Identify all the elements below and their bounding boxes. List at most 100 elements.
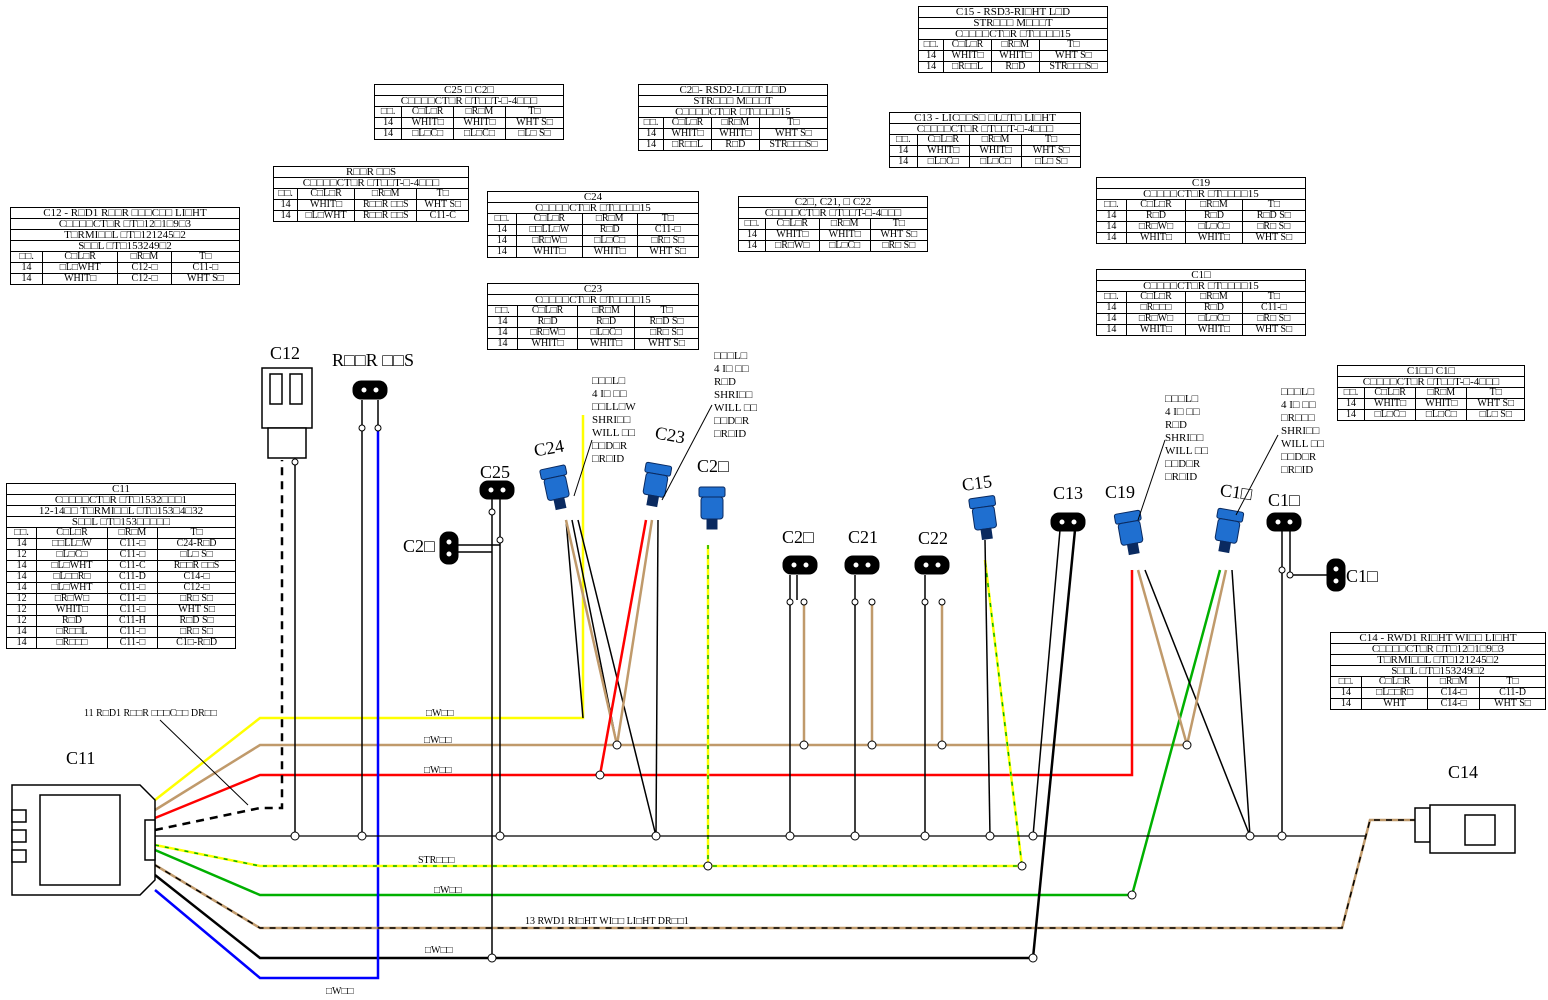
note-line: □R□ID (714, 428, 747, 440)
table-row: 14□R□W□□L□C□□R□ S□ (487, 235, 700, 247)
table-title: S□□L □T□153249□2 (10, 240, 240, 252)
table-title: C2□, C21, □ C22 (738, 196, 928, 208)
table-cell: WHIT□ (1125, 324, 1187, 336)
table-cell: C12-□ (117, 273, 172, 285)
table-header-cell: T□ (416, 188, 469, 200)
note-line: □□D□R (1281, 451, 1317, 463)
table-cell: WHIT□ (916, 145, 970, 157)
table-row: 14□L□C□□L□C□□L□ S□ (1337, 409, 1525, 421)
table-header-cell: T□ (634, 305, 699, 317)
table-cell: WHIT□ (943, 50, 992, 62)
table-cell: 14 (738, 229, 766, 241)
table-cell: C12-□ (157, 582, 236, 594)
table-header-cell: □□. (1096, 291, 1127, 303)
table-title: STR□□□ M□□□T (918, 17, 1108, 29)
c20-connector (782, 555, 818, 575)
table-cell: □L□C□ (1185, 221, 1243, 233)
green-wire-label: □W□□ (434, 885, 462, 896)
table-header-cell: □R□M (581, 213, 638, 225)
table-cell: WHT S□ (1038, 50, 1109, 62)
table-cell: WHT S□ (416, 199, 469, 211)
table-cell: 14 (1096, 324, 1127, 336)
table-header-cell: T□ (1241, 199, 1307, 211)
table-cell: □R□□L (663, 139, 712, 151)
note-line: □□D□R (1165, 458, 1201, 470)
table-header-cell: C□L□R (1360, 676, 1429, 688)
table-cell: □R□W□ (36, 593, 108, 605)
note-line: R□D (714, 376, 736, 388)
tan-wire (154, 743, 1187, 812)
table-cell: □L□WHT (297, 210, 355, 222)
table-cell: 14 (487, 246, 517, 258)
table-cell: C11-D (1478, 687, 1547, 699)
table-header-cell: C□L□R (1125, 291, 1187, 303)
table-cell: □L□C□ (968, 156, 1023, 168)
table-cell: WHIT□ (818, 229, 871, 241)
table-cell: □L□C□ (577, 327, 636, 339)
c22-label: C22 (918, 528, 949, 548)
table-cell: WHT S□ (758, 128, 829, 140)
table-title: C12 - R□D1 R□□R □□□C□□ LI□HT (10, 207, 240, 219)
table-cell: □R□ S□ (157, 626, 236, 638)
table-cell: 14 (5, 637, 38, 649)
table-cell: □L□□R□ (1360, 687, 1429, 699)
table-cell: R□D S□ (157, 615, 236, 627)
table-title: C□□□□CT□R □T□1532□□□1 (6, 494, 236, 506)
table-cell: 14 (1096, 232, 1127, 244)
table-cell: C14-□ (157, 571, 236, 583)
table-header-cell: C□L□R (42, 251, 119, 263)
table-header-cell: C□L□R (663, 117, 712, 129)
table-header-cell: □□. (486, 305, 519, 317)
table-cell: C11-□ (1241, 302, 1307, 314)
table-cell: □L□C□ (916, 156, 970, 168)
c19-blue-connector (1113, 509, 1144, 556)
table-cell: 14 (486, 316, 519, 328)
table-cell: STR□□□S□ (1038, 61, 1109, 73)
table-cell: WHT S□ (869, 229, 929, 241)
table-cell: C24-R□D (157, 538, 236, 550)
table-cell: C11-□ (106, 538, 159, 550)
table-cell: 14 (5, 560, 38, 572)
blue-wire (154, 425, 380, 980)
drain-right-label: 13 RWD1 RI□HT WI□□ LI□HT DR□□1 (525, 916, 689, 927)
table-title: 12-14□□ T□RMI□□L □T□153□4□32 (6, 505, 236, 517)
table-cell: □L□ S□ (1021, 156, 1081, 168)
note-line: WILL □□ (1281, 438, 1325, 450)
table-cell: C11-D (106, 571, 159, 583)
table-cell: □L□□R□ (36, 571, 108, 583)
table-c25-c26: C25 □ C2□C□□□□CT□R □T□□T-□-4□□□□□.C□L□R□… (373, 84, 565, 140)
table-cell: □R□W□ (1125, 313, 1187, 325)
table-header-cell: C□L□R (517, 305, 579, 317)
table-cell: R□D S□ (1241, 210, 1307, 222)
table-header-cell: □R□M (1415, 387, 1468, 399)
table-title: C1□□ C1□ (1337, 365, 1525, 377)
table-header-cell: T□ (1466, 387, 1525, 399)
c13-label: C13 (1053, 483, 1084, 503)
table-header-cell: □□. (1096, 199, 1127, 211)
blue-connectors (539, 461, 1245, 556)
table-title: C13 - LIC□□S□ □L□T□ LI□HT (889, 112, 1081, 124)
table-cell: □L□C□ (818, 240, 871, 252)
black-wire (154, 874, 1033, 960)
note-line: □□□L□ (1165, 393, 1199, 405)
c19-label: C19 (1105, 482, 1136, 502)
c21-label: C21 (848, 527, 879, 547)
table-title: C□□□□CT□R □T□□□□15 (638, 106, 828, 118)
table-cell: 14 (1337, 409, 1365, 421)
c26-left-connector (439, 531, 459, 565)
table-cell: WHIT□ (577, 338, 636, 350)
table-cell: R□□R □□S (353, 210, 418, 222)
